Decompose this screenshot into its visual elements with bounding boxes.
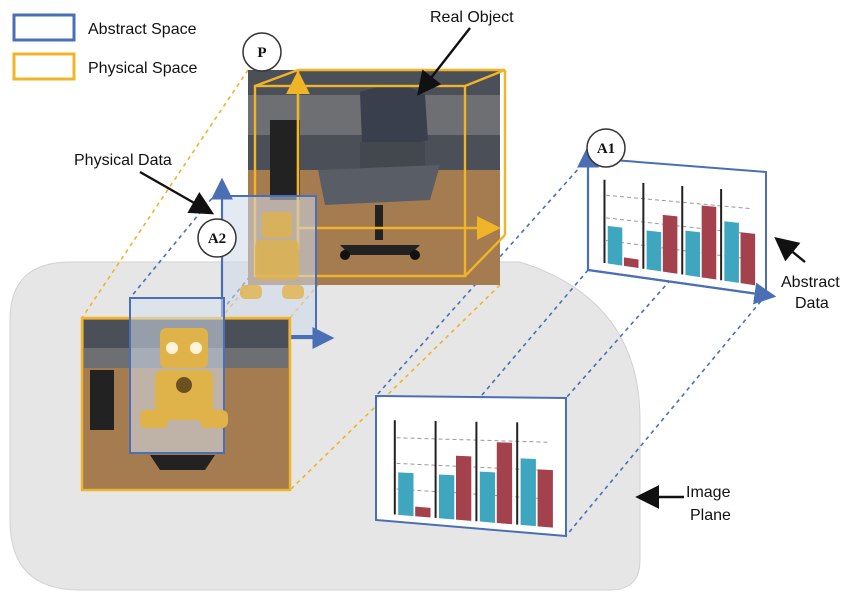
marker-p: P (242, 32, 282, 72)
legend-physical-label: Physical Space (88, 60, 197, 77)
a1-gridline (606, 194, 752, 210)
marker-p-text: P (257, 45, 266, 61)
ip-bar (439, 474, 455, 520)
marker-a1: A1 (586, 128, 626, 168)
ip-gridline (396, 437, 550, 443)
legend-physical-swatch (12, 52, 76, 81)
legend: Abstract Space Physical Space (12, 13, 197, 81)
ip-bar (496, 442, 513, 525)
a1-bar (740, 232, 756, 286)
abstract-data-label-line2: Data (795, 295, 829, 312)
legend-abstract-label: Abstract Space (88, 21, 197, 38)
ip-bar (479, 471, 496, 523)
a1-bar (662, 214, 678, 274)
real-object-label: Real Object (430, 9, 514, 26)
abstract-data-arrow (774, 236, 806, 263)
a1-bar (623, 257, 639, 268)
ip-bar (398, 472, 414, 517)
marker-a2: A2 (197, 218, 237, 258)
projected-robot-photo (80, 297, 292, 492)
a1-bar (646, 230, 662, 272)
image-plane-label-line2: Plane (690, 507, 731, 524)
a1-bar (701, 205, 717, 280)
real-object-photo (248, 68, 507, 285)
physical-data-label: Physical Data (74, 152, 172, 169)
legend-abstract-swatch (12, 13, 76, 42)
image-plane-chart (375, 394, 567, 538)
marker-a2-text: A2 (208, 231, 226, 247)
a2-physical-data-panel (211, 177, 335, 349)
abstract-data-label-line1: Abstract (781, 274, 840, 291)
a1-bar (685, 230, 701, 278)
a1-bar (607, 225, 623, 266)
marker-a1-text: A1 (597, 141, 615, 157)
image-plane-label-line1: Image (686, 484, 731, 501)
ip-bar (537, 469, 553, 528)
ip-bar (415, 506, 431, 518)
ip-bar (520, 458, 536, 527)
ip-bar (456, 455, 472, 521)
a1-abstract-chart (577, 145, 777, 305)
a1-bar (724, 221, 739, 283)
real-object-arrow (417, 27, 471, 96)
physical-data-arrow (139, 170, 215, 215)
